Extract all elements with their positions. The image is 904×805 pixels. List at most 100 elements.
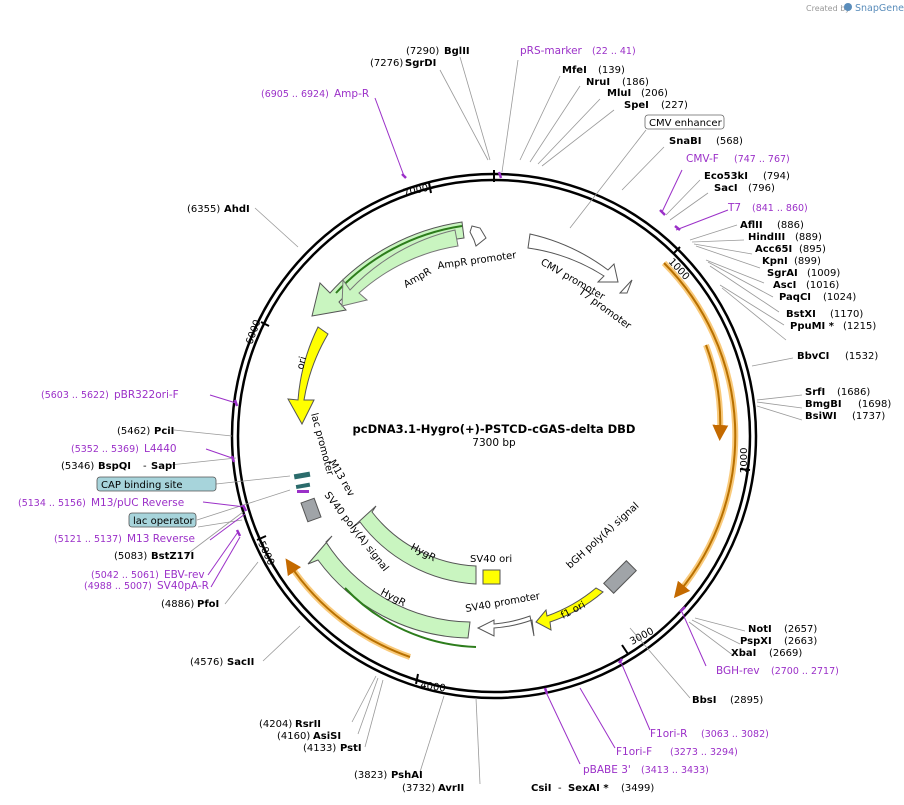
plasmid-name: pcDNA3.1-Hygro(+)-PSTCD-cGAS-delta DBD: [353, 422, 636, 436]
sacI-name: SacI: [714, 183, 738, 194]
snapgene-logo-icon: [844, 3, 852, 11]
rsrII-pos: (4204): [259, 719, 292, 730]
sexAI-name: SexAI *: [568, 783, 609, 794]
pshAI-name: PshAI: [391, 770, 423, 781]
csiI-name: CsiI: [531, 783, 551, 794]
tick-5000: [256, 535, 267, 541]
prs-name: pRS-marker: [520, 45, 583, 57]
ascI-pos: (1016): [806, 280, 839, 291]
bstXI-name: BstXI: [786, 309, 816, 320]
csiI-sep: -: [558, 783, 562, 794]
l4440-range: (5352 .. 5369): [71, 444, 139, 455]
bglII-pos: (7290): [406, 46, 439, 57]
ppuMI-name: PpuMI *: [790, 321, 835, 332]
t7-promoter-feature: [618, 279, 633, 294]
m13rev-name: M13 Reverse: [127, 533, 195, 545]
tick-7000: [428, 182, 432, 194]
tick-4000: [415, 673, 419, 685]
cmvF-range: (747 .. 767): [734, 154, 790, 165]
pspXI-pos: (2663): [784, 636, 817, 647]
bghRev-name: BGH-rev: [716, 665, 760, 677]
cap-site-mark: [293, 471, 311, 480]
bspQI-pos: (5346): [61, 461, 94, 472]
ampR-primer-name: Amp-R: [334, 88, 369, 100]
sv40-polyA-feature: [300, 497, 322, 523]
csiI-pos: (3499): [621, 783, 654, 794]
f1oriR-name: F1ori-R: [650, 728, 687, 740]
sv40pa-range: (4988 .. 5007): [84, 581, 152, 592]
cmv-enhancer-box: [644, 114, 725, 130]
cmv-promoter-feature: [527, 233, 619, 283]
ampR-cds-line: [335, 225, 463, 294]
plasmid-size: 7300 bp: [472, 437, 516, 449]
hygR-feature-inner: [351, 505, 477, 585]
sacI-pos: (796): [748, 183, 775, 194]
ahdI-name: AhdI: [224, 204, 250, 215]
aflII-name: AflII: [740, 220, 763, 231]
hygR-cds-arrow: [307, 535, 471, 639]
t7-name: T7: [727, 202, 741, 214]
bgh-polyA-feature: [603, 560, 637, 594]
xbaI-pos: (2669): [769, 648, 802, 659]
pspXI-name: PspXI: [740, 636, 772, 647]
srfI-name: SrfI: [805, 387, 825, 398]
m13-rev-mark: [297, 490, 309, 493]
ampR-feature: [341, 229, 459, 307]
credit-created-by: Created by: [806, 4, 850, 13]
label-ampR: AmpR: [402, 266, 433, 290]
bmgBI-pos: (1698): [858, 399, 891, 410]
tick-marks: [256, 170, 751, 685]
aflII-pos: (886): [777, 220, 804, 231]
pstI-name: PstI: [340, 743, 362, 754]
srfI-pos: (1686): [837, 387, 870, 398]
paqCI-pos: (1024): [823, 292, 856, 303]
pciI-name: PciI: [154, 426, 174, 437]
label-sv40-promoter: SV40 promoter: [465, 591, 542, 615]
mluI-name: MluI: [607, 88, 631, 99]
leader-lines: [169, 56, 803, 785]
ascI-name: AscI: [773, 280, 796, 291]
m13puc-name: M13/pUC Reverse: [91, 497, 184, 509]
t7-range: (841 .. 860): [752, 203, 808, 214]
label-ampR-promoter: AmpR promoter: [437, 250, 518, 272]
ori-feature: [287, 326, 329, 426]
hygR-cds-line: [344, 587, 477, 648]
kpnI-pos: (899): [794, 256, 821, 267]
avrII-pos: (3732): [402, 783, 435, 794]
orf-arc-right-inner: [705, 344, 729, 441]
pbabe-name: pBABE 3': [583, 764, 631, 776]
nruI-pos: (186): [622, 77, 649, 88]
label-bgh-polyA: bGH poly(A) signal: [565, 501, 642, 572]
avrII-name: AvrII: [438, 783, 464, 794]
bbvCI-name: BbvCI: [797, 351, 829, 362]
sv40-ori-feature: [482, 569, 501, 585]
primer-leader-lines: [202, 97, 729, 765]
eco53kI-pos: (794): [763, 171, 790, 182]
bspQI-name: BspQI: [98, 461, 131, 472]
sapI-name: SapI: [151, 461, 176, 472]
pfoI-pos: (4886): [161, 599, 194, 610]
sgrDI-name: SgrDI: [405, 58, 436, 69]
bstZ17I-name: BstZ17I: [151, 551, 194, 562]
ebv-range: (5042 .. 5061): [91, 570, 159, 581]
bspQI-sep: -: [143, 461, 147, 472]
orf-arc-bottom-left: [285, 558, 411, 658]
bbsI-name: BbsI: [692, 695, 716, 706]
label-f1-ori: f1 ori: [559, 600, 587, 622]
mfeI-pos: (139): [598, 65, 625, 76]
sgrAI-pos: (1009): [807, 268, 840, 279]
l4440-name: L4440: [144, 443, 177, 455]
tick-3000: [621, 644, 629, 655]
tick-label-2000: 2000: [739, 448, 750, 473]
label-ori: ori: [295, 355, 309, 370]
rsrII-name: RsrII: [295, 719, 321, 730]
snaBI-pos: (568): [716, 136, 743, 147]
bghRev-range: (2700 .. 2717): [771, 666, 839, 677]
bstZ17I-pos: (5083): [114, 551, 147, 562]
prs-range: (22 .. 41): [592, 46, 636, 57]
paqCI-name: PaqCI: [779, 292, 811, 303]
notI-name: NotI: [748, 624, 772, 635]
m13rev-range: (5121 .. 5137): [54, 534, 122, 545]
